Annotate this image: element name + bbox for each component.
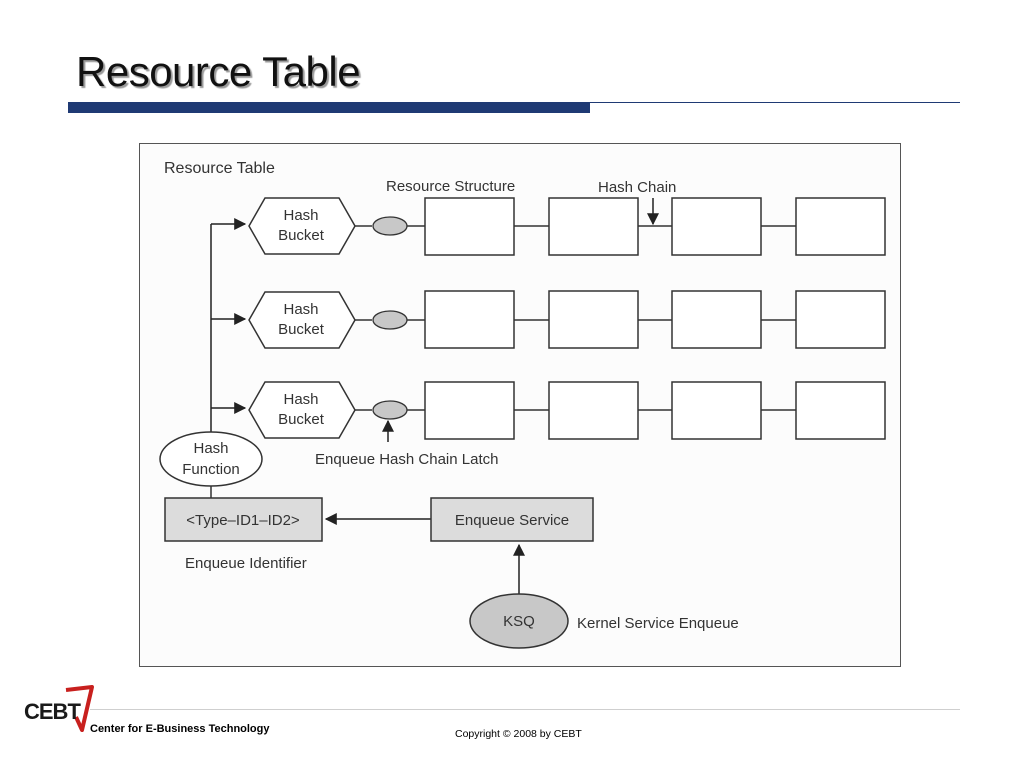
hash-row-1: Hash Bucket xyxy=(211,197,886,256)
hash-row-3: Hash Bucket xyxy=(211,381,886,440)
enqueue-identifier-label: Enqueue Identifier xyxy=(185,555,307,572)
ksq-node xyxy=(469,593,569,649)
resource-table-figure: Resource Table Resource Structure Hash C… xyxy=(139,143,901,667)
cebt-logo: CEBT xyxy=(20,684,100,734)
resource-structure-box xyxy=(424,290,515,349)
footer-org: Center for E-Business Technology xyxy=(90,723,270,735)
resource-structure-box xyxy=(548,197,639,256)
hash-bucket-line1: Hash xyxy=(283,391,318,408)
enqueue-service-box xyxy=(430,497,594,542)
frame-title: Resource Table xyxy=(164,160,275,177)
latch xyxy=(372,216,408,236)
resource-structure-box xyxy=(795,290,886,349)
hash-bucket-line2: Bucket xyxy=(278,227,325,244)
resource-structure-box xyxy=(671,381,762,440)
resource-structure-box xyxy=(424,381,515,440)
hash-bucket-line1: Hash xyxy=(283,301,318,318)
hash-function-line2: Function xyxy=(182,461,240,478)
title-underline-bar xyxy=(68,102,590,113)
enqueue-identifier-text: <Type–ID1–ID2> xyxy=(186,512,300,529)
latch xyxy=(372,400,408,420)
enqueue-identifier-box xyxy=(164,497,323,542)
hash-chain-label: Hash Chain xyxy=(598,179,676,196)
resource-structure-box xyxy=(548,290,639,349)
resource-structure-box xyxy=(795,381,886,440)
ksq-label: Kernel Service Enqueue xyxy=(577,615,739,632)
resource-structure-box xyxy=(795,197,886,256)
slide-title: Resource Table xyxy=(76,48,361,95)
resource-structure-box xyxy=(424,197,515,256)
hash-bucket-line2: Bucket xyxy=(278,321,325,338)
hash-function-line1: Hash xyxy=(193,440,228,457)
ksq-text: KSQ xyxy=(503,613,535,630)
latch xyxy=(372,310,408,330)
enqueue-service-text: Enqueue Service xyxy=(455,512,569,529)
title-underline-thin xyxy=(590,102,960,103)
resource-structure-box xyxy=(671,290,762,349)
logo-text: CEBT xyxy=(24,699,81,724)
resource-structure-label: Resource Structure xyxy=(386,178,515,195)
footer-copyright: Copyright © 2008 by CEBT xyxy=(455,728,582,740)
resource-table-diagram: Resource Table Resource Structure Hash C… xyxy=(159,160,886,649)
latch-label: Enqueue Hash Chain Latch xyxy=(315,451,498,468)
footer-divider xyxy=(90,709,960,710)
hash-bucket-line1: Hash xyxy=(283,207,318,224)
hash-row-2: Hash Bucket xyxy=(211,290,886,349)
resource-structure-box xyxy=(671,197,762,256)
hash-bucket-line2: Bucket xyxy=(278,411,325,428)
resource-structure-box xyxy=(548,381,639,440)
